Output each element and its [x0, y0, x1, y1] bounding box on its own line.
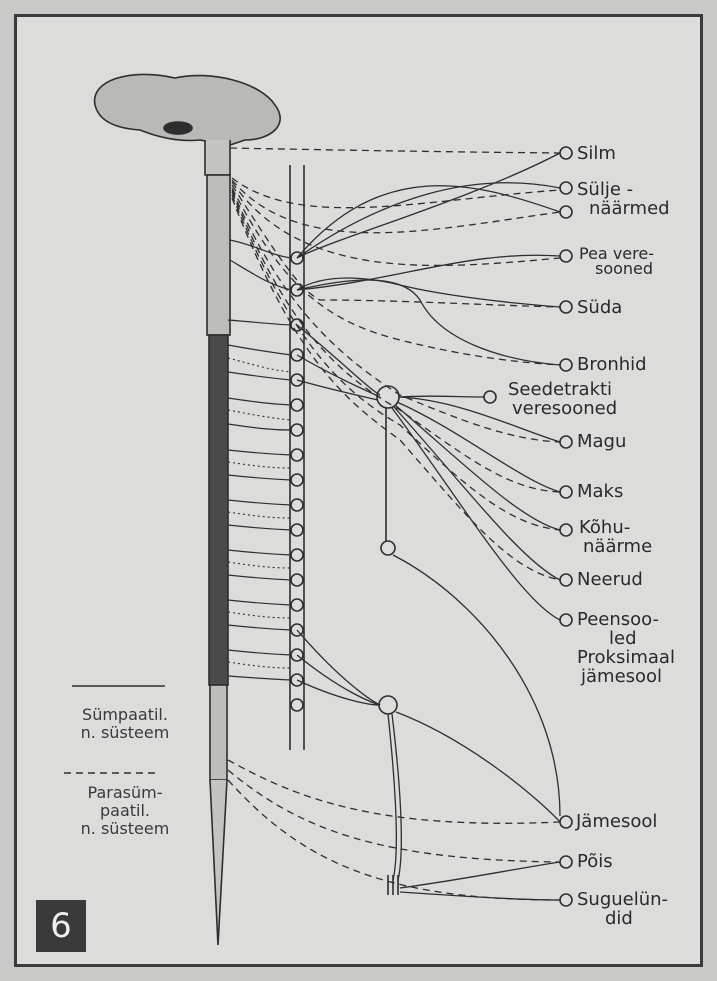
mesenteric-ganglion: [381, 541, 395, 555]
brainstem: [205, 140, 230, 175]
label-kohunaare: Kõhu- näärme: [579, 518, 652, 556]
label-magu: Magu: [577, 432, 626, 451]
label-pea-veresooned: Pea vere- sooned: [579, 246, 654, 276]
celiac-ganglion: [377, 386, 399, 408]
figure-number-badge: 6: [36, 900, 86, 952]
inferior-ganglion: [379, 696, 397, 714]
cord-tip: [210, 780, 227, 945]
label-sulje-naarmed: Sülje - näärmed: [577, 180, 670, 218]
label-silm: Silm: [577, 144, 616, 163]
legend-parasympathetic: Parasüm- paatil. n. süsteem: [60, 784, 190, 838]
cord-thoracic: [209, 335, 228, 685]
label-jamesool: Jämesool: [576, 812, 657, 831]
label-seedetrakti-veresooned: Seedetrakti veresooned: [508, 380, 617, 418]
midbrain-marker: [164, 122, 192, 134]
legend-sympathetic: Sümpaatil. n. süsteem: [60, 706, 190, 742]
cord-lower: [210, 685, 227, 780]
segmental-nerves: [228, 240, 291, 680]
cord-upper: [207, 175, 230, 335]
label-bronhid: Bronhid: [577, 355, 647, 374]
label-peensooled: Peensoo- led Proksimaal jämesool: [577, 610, 675, 686]
label-suguelundid: Suguelün- did: [577, 890, 668, 928]
brain-outline: [95, 74, 281, 145]
label-pois: Põis: [577, 852, 613, 871]
label-suda: Süda: [577, 298, 622, 317]
label-maks: Maks: [577, 482, 623, 501]
trunk-ganglia: [291, 252, 303, 711]
label-neerud: Neerud: [577, 570, 643, 589]
